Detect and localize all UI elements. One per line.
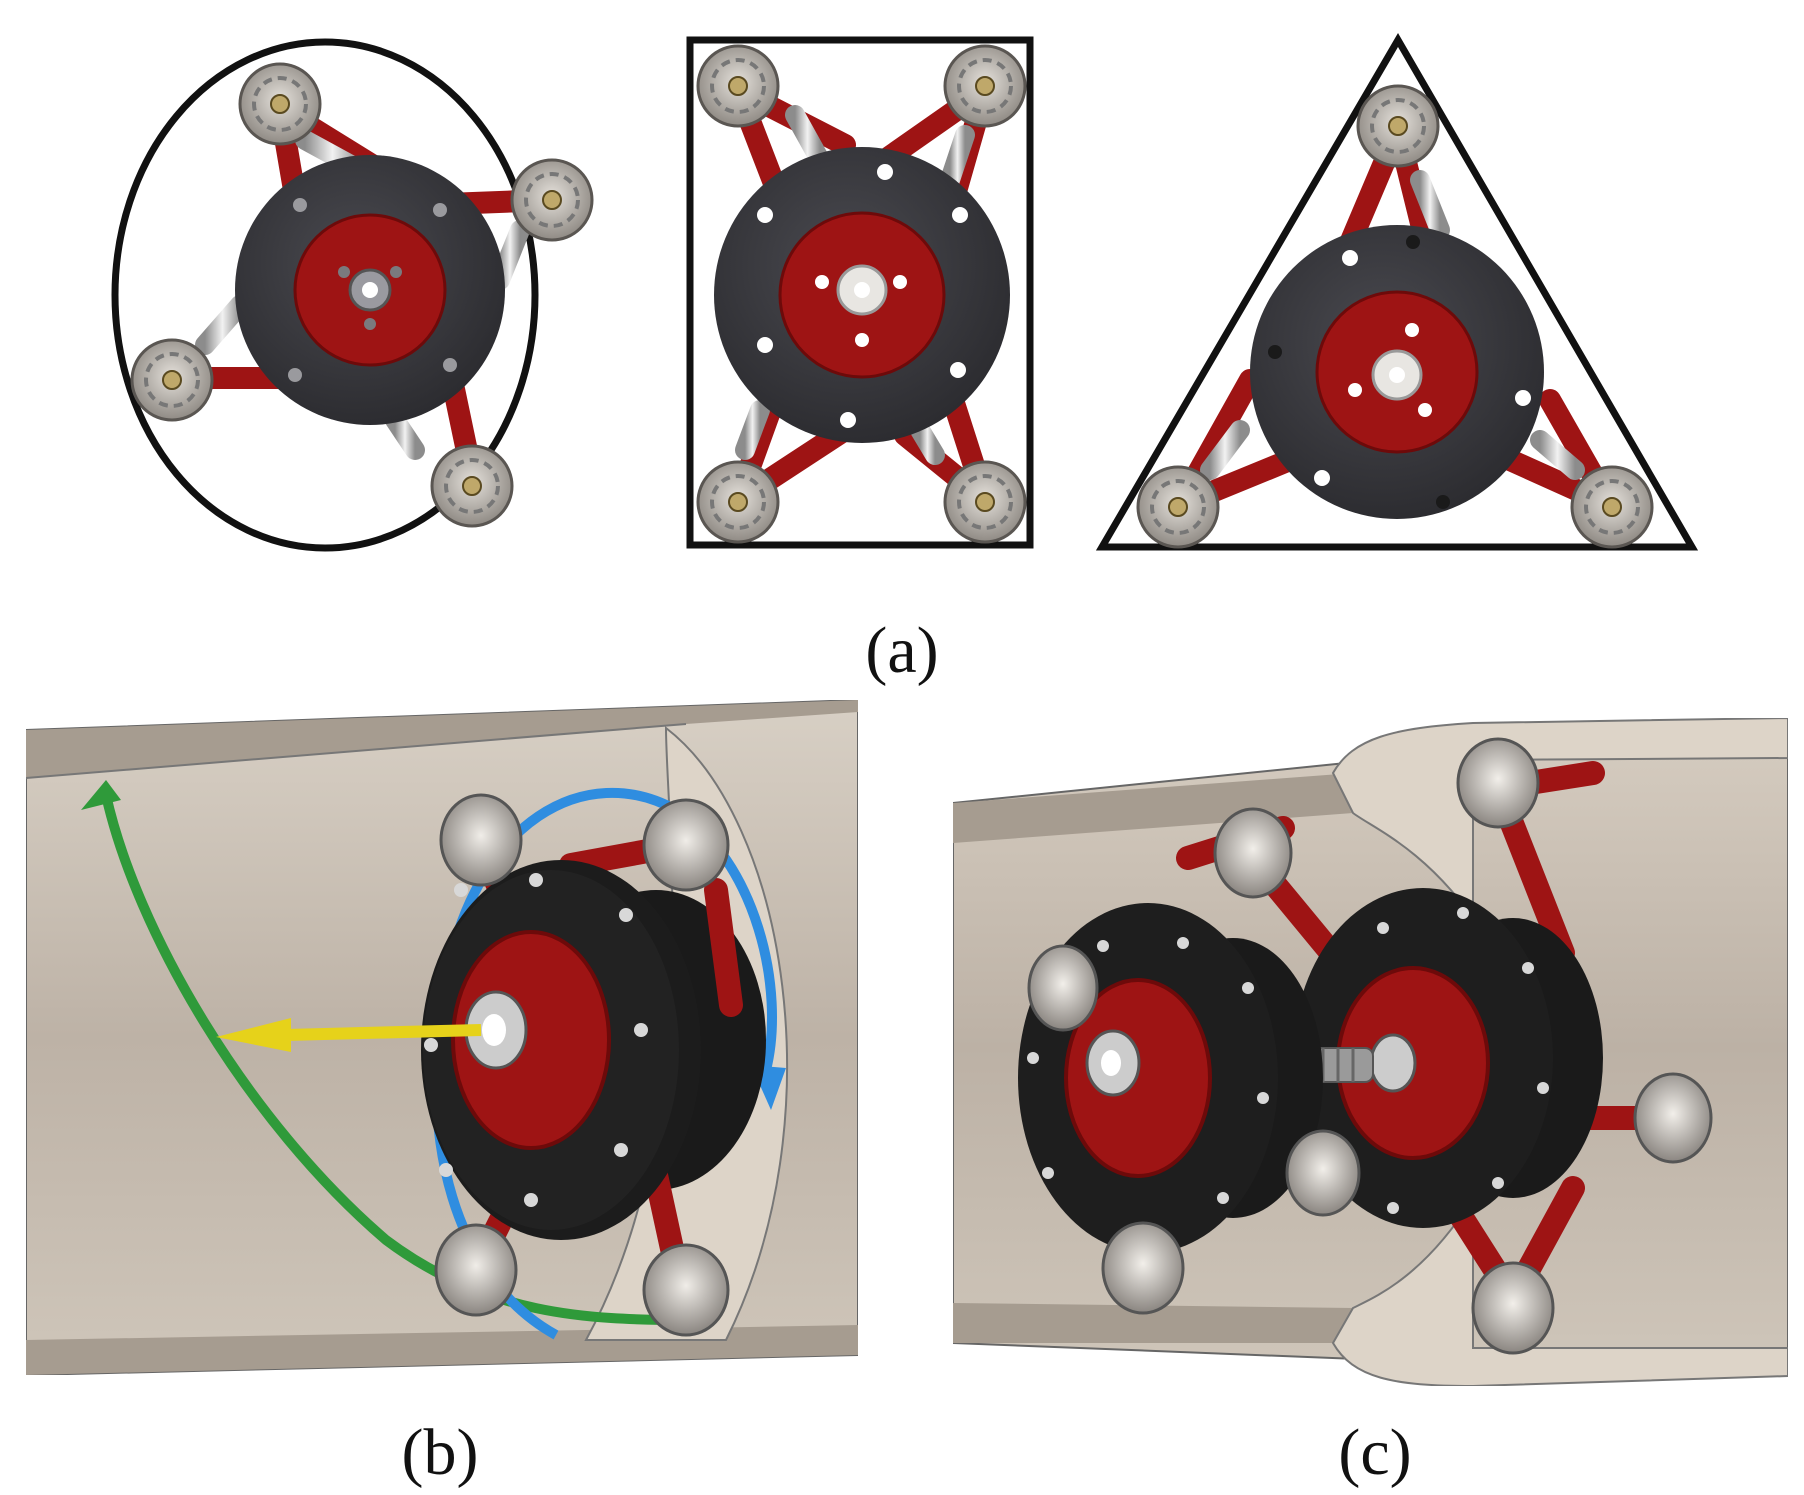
- mecanum-wheel: [1471, 1261, 1555, 1355]
- caption-b: (b): [401, 1416, 479, 1489]
- mecanum-wheel: [1027, 944, 1099, 1032]
- caption-a: (a): [865, 614, 939, 687]
- mecanum-wheel: [642, 798, 730, 892]
- green-helix-arrow: [81, 780, 687, 1325]
- mecanum-wheel: [439, 793, 523, 887]
- panel-b: [26, 700, 858, 1375]
- panel-c-drawing: [953, 718, 1788, 1386]
- panel-c: [953, 718, 1788, 1386]
- config-triangle: [1095, 33, 1699, 551]
- panel-a-drawing: [111, 33, 1699, 552]
- mecanum-wheel: [434, 1223, 518, 1317]
- mecanum-wheel: [1101, 1221, 1185, 1315]
- config-circle: [111, 38, 594, 552]
- panel-b-drawing: [26, 700, 858, 1375]
- mecanum-wheel: [1285, 1129, 1361, 1217]
- config-rectangle: [686, 36, 1034, 549]
- mecanum-wheel: [1213, 807, 1293, 899]
- mecanum-wheel: [1456, 737, 1540, 829]
- mecanum-wheel: [1633, 1072, 1713, 1164]
- caption-c: (c): [1338, 1416, 1412, 1489]
- mecanum-wheel: [642, 1243, 730, 1337]
- yellow-axial-arrow: [216, 1018, 482, 1052]
- panel-a: [0, 0, 1804, 580]
